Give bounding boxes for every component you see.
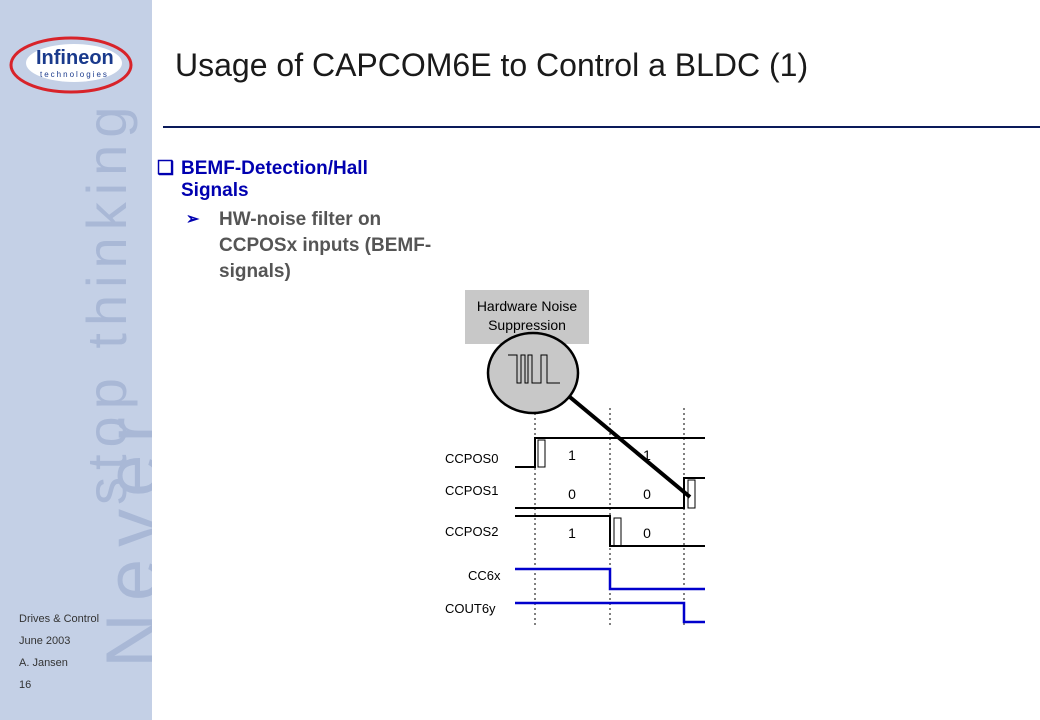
slide-title: Usage of CAPCOM6E to Control a BLDC (1) — [175, 47, 809, 83]
checkbox-bullet-icon: ❑ — [157, 158, 175, 179]
value-ccpos1-a: 0 — [568, 486, 576, 502]
callout-line-2: Suppression — [488, 317, 566, 333]
signal-label-ccpos1: CCPOS1 — [445, 483, 498, 498]
noise-pulse-waveform — [508, 354, 560, 384]
waveform-cc6x — [515, 567, 705, 591]
value-ccpos2-b: 0 — [643, 525, 651, 541]
bullet-sub-text: HW-noise filter on CCPOSx inputs (BEMF-s… — [219, 209, 432, 282]
footer-author: A. Jansen — [19, 657, 68, 669]
waveform-ccpos0 — [515, 437, 705, 468]
signal-label-ccpos2: CCPOS2 — [445, 524, 498, 539]
title-divider — [163, 126, 1040, 128]
waveform-ccpos2 — [515, 515, 705, 547]
footer-date: June 2003 — [19, 635, 71, 647]
glitch-ccpos1 — [687, 479, 696, 509]
infineon-logo: Infineon technologies — [9, 36, 133, 94]
footer-info: Drives & Control June 2003 A. Jansen 16 — [19, 608, 99, 696]
timing-diagram: Hardware Noise Suppression CCPOS0 1 1 CC… — [445, 290, 705, 625]
footer-page-number: 16 — [19, 679, 32, 691]
footer-department: Drives & Control — [19, 613, 100, 625]
value-ccpos2-a: 1 — [568, 525, 576, 541]
magnifier-lens — [486, 331, 580, 415]
arrow-bullet-icon: ➢ — [186, 211, 200, 228]
logo-sub: technologies — [40, 70, 109, 79]
waveform-cout6y — [515, 601, 705, 624]
signal-label-cout6y: COUT6y — [445, 601, 496, 616]
sidebar-band — [0, 0, 152, 720]
signal-label-ccpos0: CCPOS0 — [445, 451, 498, 466]
logo-name: Infineon — [36, 47, 114, 69]
value-ccpos0-b: 1 — [643, 447, 651, 463]
value-ccpos1-b: 0 — [643, 486, 651, 502]
waveform-ccpos1 — [515, 477, 705, 509]
value-ccpos0-a: 1 — [568, 447, 576, 463]
callout-pointer — [563, 391, 692, 499]
signal-label-cc6x: CC6x — [468, 568, 501, 583]
tagline-never: Never — [91, 405, 152, 668]
callout-line-1: Hardware Noise — [477, 298, 578, 314]
bullet-main-text: BEMF-Detection/Hall Signals — [181, 158, 368, 201]
glitch-ccpos0 — [537, 439, 546, 468]
glitch-ccpos2 — [613, 517, 622, 547]
